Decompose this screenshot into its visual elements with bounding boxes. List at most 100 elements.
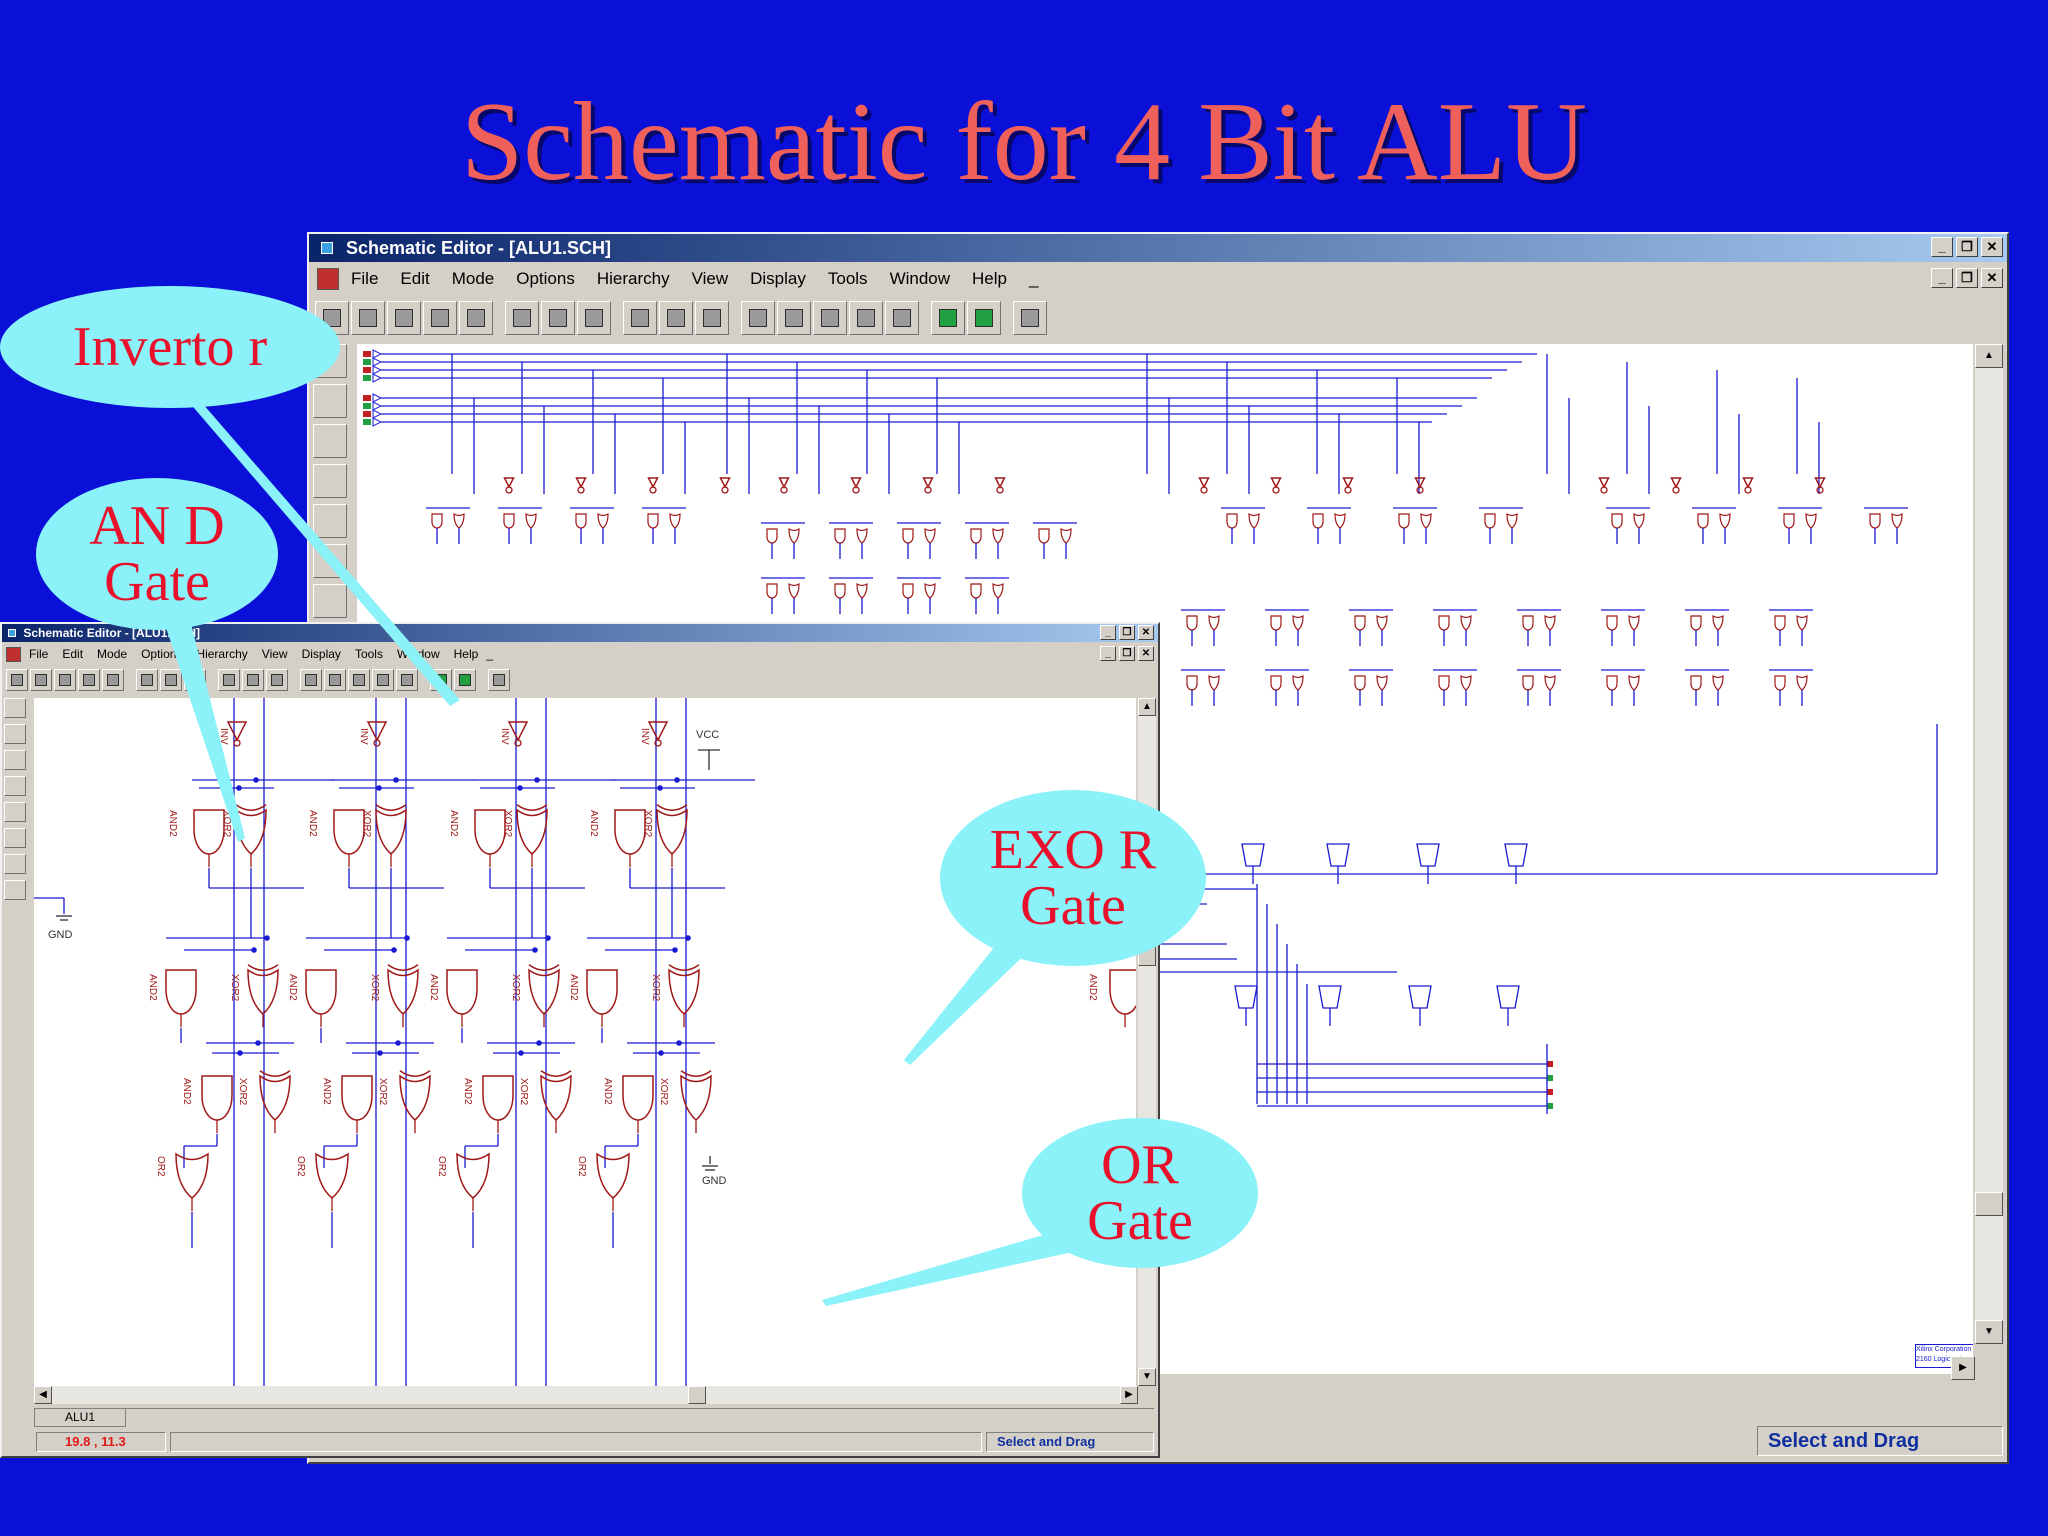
doc-close-button[interactable]: ✕ — [1138, 646, 1154, 661]
xor-gate-symbol[interactable] — [1208, 614, 1220, 631]
undo-tool-icon[interactable] — [300, 669, 322, 691]
save-tool-icon[interactable] — [387, 301, 421, 335]
and-gate-symbol[interactable] — [1398, 513, 1410, 529]
xor-gate-symbol[interactable] — [1633, 512, 1645, 529]
input-pin[interactable] — [363, 403, 371, 409]
and-gate-symbol[interactable] — [1484, 513, 1496, 529]
mux-block[interactable] — [1496, 985, 1520, 1009]
xor-gate-symbol[interactable] — [1460, 674, 1472, 691]
xor-gate-symbol[interactable] — [1891, 512, 1903, 529]
xor-gate-symbol[interactable] — [992, 582, 1004, 599]
menu-help[interactable]: Help — [453, 647, 479, 661]
menu-view[interactable]: View — [691, 269, 729, 288]
xor-gate-symbol[interactable] — [1506, 512, 1518, 529]
xor-gate-symbol[interactable] — [1376, 614, 1388, 631]
zoom-box-tool-icon[interactable] — [266, 669, 288, 691]
inverter-symbol[interactable] — [366, 721, 388, 742]
and-gate-symbol[interactable] — [446, 969, 478, 1015]
inverter-symbol[interactable] — [1598, 477, 1610, 489]
doc-close-button[interactable]: ✕ — [1981, 268, 2003, 288]
xor-gate-symbol[interactable] — [540, 1074, 572, 1121]
add-pin-tool-icon[interactable] — [849, 301, 883, 335]
hierarchy-tool-icon[interactable] — [78, 669, 100, 691]
xor-gate-symbol[interactable] — [788, 582, 800, 599]
xor-gate-symbol[interactable] — [516, 808, 548, 855]
xor-gate-symbol[interactable] — [1334, 512, 1346, 529]
menu-options[interactable]: Options — [516, 269, 575, 288]
menu-display[interactable]: Display — [301, 647, 341, 661]
mux-block[interactable] — [1234, 985, 1258, 1009]
and-gate-symbol[interactable] — [834, 583, 846, 599]
sheet-tab-alu1[interactable]: ALU1 — [34, 1409, 126, 1427]
bus-tool-icon[interactable] — [396, 669, 418, 691]
xor-gate-symbol[interactable] — [924, 582, 936, 599]
and-gate-symbol[interactable] — [575, 513, 587, 529]
menu-hierarchy[interactable]: Hierarchy — [596, 269, 670, 288]
menu-help[interactable]: Help — [972, 269, 1007, 288]
xor-gate-symbol[interactable] — [788, 527, 800, 544]
menu-tools[interactable]: Tools — [354, 647, 383, 661]
and-gate-symbol[interactable] — [1270, 675, 1282, 691]
menu-window[interactable]: Window — [396, 647, 440, 661]
and-gate-symbol[interactable] — [474, 809, 506, 855]
and-gate-symbol[interactable] — [1522, 615, 1534, 631]
copy-tool-icon[interactable] — [541, 301, 575, 335]
and-gate-symbol[interactable] — [341, 1075, 373, 1121]
and-gate-symbol[interactable] — [1438, 675, 1450, 691]
input-pin[interactable] — [363, 351, 371, 357]
scroll-right-button[interactable]: ▶ — [1120, 1386, 1138, 1404]
xor-gate-symbol[interactable] — [399, 1074, 431, 1121]
hierarchy-push-palette-icon[interactable] — [4, 724, 26, 744]
and-gate-symbol[interactable] — [1038, 528, 1050, 544]
zoom-in-tool-icon[interactable] — [659, 301, 693, 335]
mux-block[interactable] — [1326, 843, 1350, 867]
and-gate-symbol[interactable] — [834, 528, 846, 544]
menu-display[interactable]: Display — [750, 269, 806, 288]
input-pin[interactable] — [363, 395, 371, 401]
redo-tool-icon[interactable] — [324, 669, 346, 691]
and-gate-symbol[interactable] — [201, 1075, 233, 1121]
or-gate-symbol[interactable] — [596, 1152, 630, 1199]
and-gate-symbol[interactable] — [165, 969, 197, 1015]
xor-gate-symbol[interactable] — [856, 582, 868, 599]
menu-window[interactable]: Window — [889, 269, 951, 288]
bus-palette-icon[interactable] — [313, 544, 347, 578]
xor-gate-symbol[interactable] — [1719, 512, 1731, 529]
copy-tool-icon[interactable] — [160, 669, 182, 691]
and-gate-symbol[interactable] — [902, 583, 914, 599]
paste-tool-icon[interactable] — [577, 301, 611, 335]
inverter-symbol[interactable] — [1670, 477, 1682, 489]
xor-gate-symbol[interactable] — [656, 808, 688, 855]
xor-gate-symbol[interactable] — [1628, 674, 1640, 691]
and-gate-symbol[interactable] — [1354, 615, 1366, 631]
and-gate-symbol[interactable] — [193, 809, 225, 855]
hand-tool-icon[interactable] — [813, 301, 847, 335]
label-palette-icon[interactable] — [4, 854, 26, 874]
wire-palette-icon[interactable] — [4, 776, 26, 796]
mux-block[interactable] — [1241, 843, 1265, 867]
and-gate-symbol[interactable] — [766, 528, 778, 544]
xor-gate-symbol[interactable] — [1796, 674, 1808, 691]
menu-tools[interactable]: Tools — [827, 269, 868, 288]
front-horizontal-scrollbar[interactable]: ◀ ▶ — [34, 1386, 1138, 1404]
scroll-down-button[interactable]: ▼ — [1138, 1368, 1156, 1386]
and-gate-symbol[interactable] — [586, 969, 618, 1015]
close-button[interactable]: ✕ — [1138, 625, 1154, 640]
mux-block[interactable] — [1408, 985, 1432, 1009]
and-gate-symbol[interactable] — [1690, 615, 1702, 631]
inverter-symbol[interactable] — [1814, 477, 1826, 489]
inverter-symbol[interactable] — [503, 477, 515, 489]
doc-restore-button[interactable]: ❐ — [1119, 646, 1135, 661]
menu-mode[interactable]: Mode — [451, 269, 495, 288]
menu-edit[interactable]: Edit — [62, 647, 84, 661]
and-gate-symbol[interactable] — [1186, 615, 1198, 631]
scroll-up-button[interactable]: ▲ — [1975, 344, 2003, 368]
and-gate-symbol[interactable] — [1270, 615, 1282, 631]
and-gate-symbol[interactable] — [482, 1075, 514, 1121]
xor-gate-symbol[interactable] — [924, 527, 936, 544]
horizontal-scroll-thumb[interactable] — [688, 1386, 706, 1404]
sim-tool-icon[interactable] — [454, 669, 476, 691]
input-pin[interactable] — [363, 419, 371, 425]
mux-block[interactable] — [1318, 985, 1342, 1009]
input-pin[interactable] — [363, 411, 371, 417]
